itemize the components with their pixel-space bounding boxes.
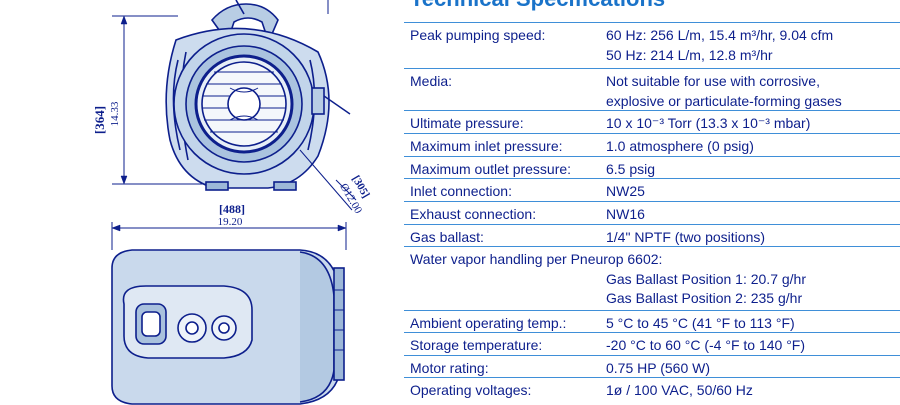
- spec-value-line: 0.75 HP (560 W): [606, 360, 711, 376]
- spec-label: Water vapor handling per Pneurop 6602:: [410, 251, 663, 267]
- spec-value: 1ø / 100 VAC, 50/60 Hz 1ø / 115 VAC, 60 H…: [606, 381, 753, 405]
- spec-value-line: 1/4" NPTF (two positions): [606, 229, 766, 245]
- spec-row: Maximum outlet pressure: 6.5 psig: [404, 156, 900, 179]
- spec-value-line: 60 Hz: 256 L/m, 15.4 m³/hr, 9.04 cfm: [606, 27, 834, 43]
- spec-label: Storage temperature:: [410, 337, 543, 353]
- spec-value: 60 Hz: 256 L/m, 15.4 m³/hr, 9.04 cfm 50 H…: [606, 26, 833, 65]
- spec-value: 10 x 10⁻³ Torr (13.3 x 10⁻³ mbar): [606, 114, 810, 134]
- spec-value: 1.0 atmosphere (0 psig): [606, 137, 754, 157]
- pump-drawing-svg: [364] 14.33 [488] 19.20 [305] Ø12.00: [92, 0, 372, 405]
- spec-label: Media:: [410, 73, 453, 89]
- spec-row: Media: Not suitable for use with corrosiv…: [404, 68, 900, 111]
- spec-row: Maximum inlet pressure: 1.0 atmosphere (0…: [404, 133, 900, 157]
- width-dim-mm: [488]: [219, 202, 245, 216]
- spec-label: Inlet connection:: [410, 183, 512, 199]
- spec-value-line: 1.0 atmosphere (0 psig): [606, 138, 754, 154]
- spec-row: Storage temperature: -20 °C to 60 °C (-4 …: [404, 332, 900, 356]
- spec-label: Operating voltages:: [410, 382, 532, 398]
- spec-value-line: Gas Ballast Position 2: 235 g/hr: [606, 290, 803, 306]
- height-dim-in: 14.33: [109, 101, 121, 126]
- width-dim-in: 19.20: [218, 216, 243, 228]
- spec-row: Inlet connection: NW25: [404, 178, 900, 202]
- spec-value-line: [606, 250, 806, 270]
- spec-row: Peak pumping speed: 60 Hz: 256 L/m, 15.4 …: [404, 22, 900, 69]
- spec-label: Ultimate pressure:: [410, 115, 524, 131]
- spec-value: NW25: [606, 182, 645, 202]
- spec-value-line: explosive or particulate-forming gases: [606, 92, 842, 109]
- spec-label: Peak pumping speed:: [410, 27, 546, 43]
- spec-value-line: NW16: [606, 206, 645, 222]
- spec-value-line: 1ø / 115 VAC, 60 Hz: [606, 401, 753, 405]
- spec-value-line: Gas Ballast Position 1: 20.7 g/hr: [606, 270, 806, 287]
- spec-value: 5 °C to 45 °C (41 °F to 113 °F): [606, 314, 795, 334]
- spec-value-line: -20 °C to 60 °C (-4 °F to 140 °F): [606, 337, 806, 353]
- spec-row: Motor rating: 0.75 HP (560 W): [404, 355, 900, 378]
- spec-row: Exhaust connection: NW16: [404, 201, 900, 225]
- spec-value: NW16: [606, 205, 645, 225]
- spec-value-line: 50 Hz: 214 L/m, 12.8 m³/hr: [606, 46, 773, 63]
- spec-row: Ambient operating temp.: 5 °C to 45 °C (4…: [404, 310, 900, 333]
- spec-value: 1/4" NPTF (two positions): [606, 228, 765, 248]
- pump-technical-drawing: [364] 14.33 [488] 19.20 [305] Ø12.00: [0, 0, 395, 405]
- spec-label: Maximum outlet pressure:: [410, 161, 572, 177]
- spec-label: Ambient operating temp.:: [410, 315, 567, 331]
- spec-value-line: 5 °C to 45 °C (41 °F to 113 °F): [606, 315, 795, 331]
- spec-row: Water vapor handling per Pneurop 6602:Ga…: [404, 246, 900, 311]
- spec-row: Ultimate pressure: 10 x 10⁻³ Torr (13.3 x…: [404, 110, 900, 134]
- spec-label: Motor rating:: [410, 360, 489, 376]
- spec-value: 0.75 HP (560 W): [606, 359, 710, 379]
- spec-row: Operating voltages: 1ø / 100 VAC, 50/60 H…: [404, 377, 900, 405]
- technical-specifications: Technical Specifications Peak pumping sp…: [404, 0, 900, 405]
- spec-value-line: 1ø / 100 VAC, 50/60 Hz: [606, 382, 753, 398]
- spec-value: Not suitable for use with corrosive, expl…: [606, 72, 842, 111]
- height-dim-mm: [364]: [92, 106, 107, 134]
- spec-value-line: 6.5 psig: [606, 161, 656, 177]
- spec-value: -20 °C to 60 °C (-4 °F to 140 °F): [606, 336, 805, 356]
- spec-label: Exhaust connection:: [410, 206, 537, 222]
- spec-value-line: 10 x 10⁻³ Torr (13.3 x 10⁻³ mbar): [606, 115, 811, 131]
- spec-value-line: Not suitable for use with corrosive,: [606, 73, 820, 89]
- section-title: Technical Specifications: [410, 0, 665, 12]
- spec-value: 6.5 psig: [606, 160, 655, 180]
- spec-label: Gas ballast:: [410, 229, 484, 245]
- spec-value-line: NW25: [606, 183, 645, 199]
- spec-row: Gas ballast: 1/4" NPTF (two positions): [404, 224, 900, 247]
- spec-label: Maximum inlet pressure:: [410, 138, 563, 154]
